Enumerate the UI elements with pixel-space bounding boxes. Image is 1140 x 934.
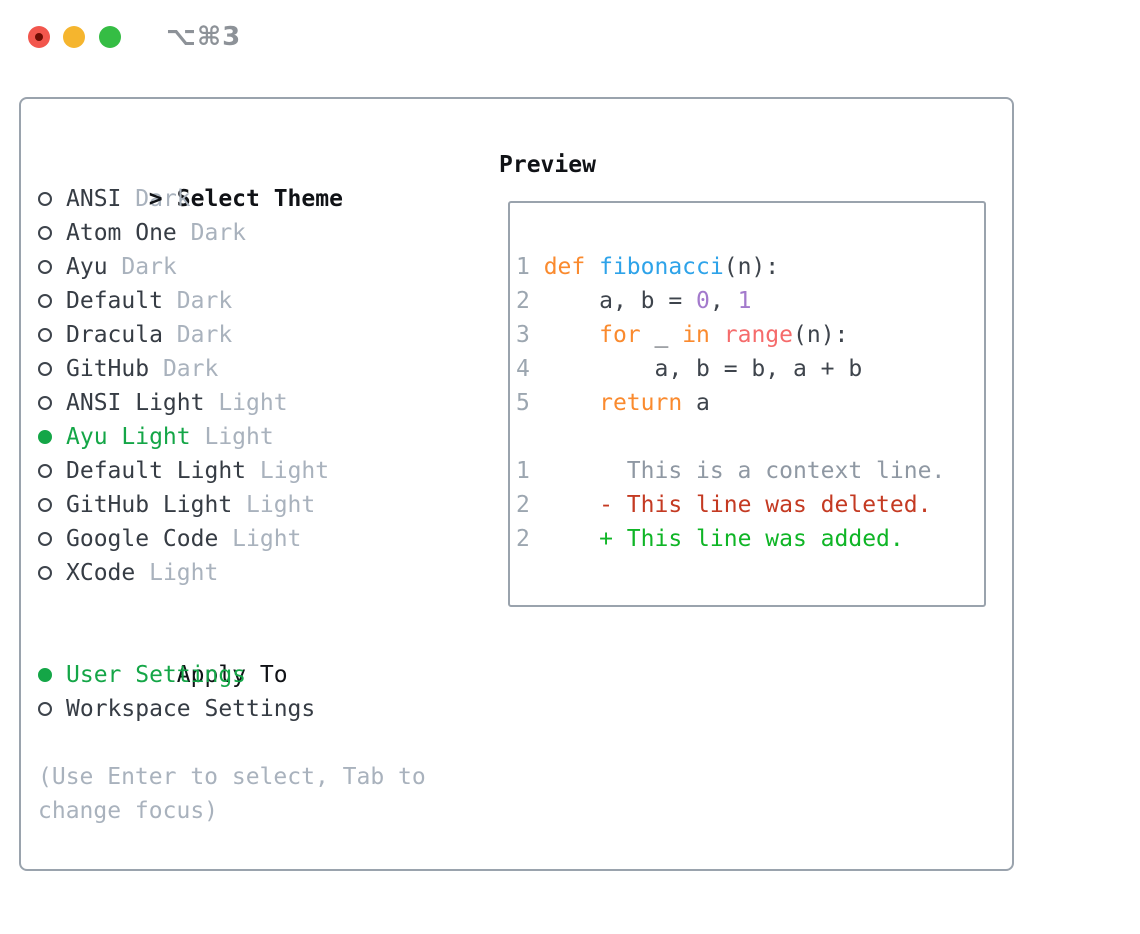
prompt-caret-icon: > — [148, 186, 163, 212]
code-line: 5 return a — [516, 390, 710, 416]
code-line: 1 def fibonacci(n): — [516, 254, 780, 280]
theme-name: Dracula — [66, 322, 177, 348]
select-theme-title: Select Theme — [176, 186, 343, 212]
theme-variant: Dark — [135, 186, 191, 212]
theme-option-github-light[interactable]: GitHub Light Light — [38, 488, 488, 522]
theme-variant: Light — [259, 458, 330, 484]
theme-option-atom-one[interactable]: Atom One Dark — [38, 216, 488, 250]
code-line: 4 a, b = b, a + b — [516, 356, 863, 382]
apply-option-workspace-settings[interactable]: Workspace Settings — [38, 692, 488, 726]
theme-name: GitHub Light — [66, 492, 247, 518]
apply-option-label: User Settings — [66, 662, 247, 688]
code-line: 3 for _ in range(n): — [516, 322, 849, 348]
radio-icon — [38, 352, 66, 386]
apply-to-title: Apply To — [176, 662, 288, 688]
radio-icon — [38, 318, 66, 352]
theme-option-ansi[interactable]: ANSI Dark — [38, 182, 488, 216]
close-button-dot-icon — [35, 33, 43, 41]
radio-icon — [38, 556, 66, 590]
radio-icon — [38, 250, 66, 284]
radio-selected-icon — [38, 420, 66, 454]
theme-variant: Light — [149, 560, 219, 586]
theme-name: XCode — [66, 560, 150, 586]
close-button[interactable] — [28, 26, 50, 48]
code-line: 2 a, b = 0, 1 — [516, 288, 752, 314]
radio-icon — [38, 454, 66, 488]
select-theme-header-row: > Select Theme — [38, 148, 488, 212]
spacer — [38, 726, 488, 760]
theme-name: ANSI Light — [66, 390, 219, 416]
theme-variant: Light — [204, 424, 274, 450]
apply-option-user-settings[interactable]: User Settings — [38, 658, 488, 692]
theme-name: Ayu Light — [66, 424, 205, 450]
hint-text: (Use Enter to select, Tab to change focu… — [38, 760, 488, 828]
apply-to-indent — [149, 658, 177, 692]
theme-variant: Light — [232, 526, 302, 552]
hint-line-1: (Use Enter to select, Tab to — [38, 764, 426, 790]
code-line: 2 + This line was added. — [516, 526, 904, 552]
theme-variant: Dark — [121, 254, 177, 280]
theme-option-default-light[interactable]: Default Light Light — [38, 454, 488, 488]
theme-variant: Dark — [176, 322, 233, 348]
theme-name: ANSI — [66, 186, 136, 212]
theme-option-github[interactable]: GitHub Dark — [38, 352, 488, 386]
radio-icon — [38, 386, 66, 420]
maximize-button[interactable] — [99, 26, 121, 48]
theme-option-google-code[interactable]: Google Code Light — [38, 522, 488, 556]
theme-name: Ayu — [66, 254, 122, 280]
theme-variant: Dark — [162, 356, 219, 382]
theme-option-ansi-light[interactable]: ANSI Light Light — [38, 386, 488, 420]
apply-option-label: Workspace Settings — [66, 696, 316, 722]
preview-title: Preview — [499, 152, 596, 178]
code-preview: 1 def fibonacci(n): 2 a, b = 0, 1 3 for _ … — [510, 203, 984, 556]
code-line — [516, 420, 984, 454]
minimize-button[interactable] — [63, 26, 85, 48]
theme-option-default[interactable]: Default Dark — [38, 284, 488, 318]
radio-selected-icon — [38, 658, 66, 692]
code-line: 2 - This line was deleted. — [516, 492, 932, 518]
theme-option-xcode[interactable]: XCode Light — [38, 556, 488, 590]
radio-icon — [38, 488, 66, 522]
spacer — [38, 590, 488, 624]
radio-icon — [38, 182, 66, 216]
radio-icon — [38, 216, 66, 250]
theme-name: Default — [66, 288, 177, 314]
theme-variant: Dark — [176, 288, 233, 314]
theme-variant: Dark — [190, 220, 247, 246]
radio-icon — [38, 284, 66, 318]
theme-option-dracula[interactable]: Dracula Dark — [38, 318, 488, 352]
theme-variant: Light — [246, 492, 316, 518]
window-shortcut-label: ⌥⌘3 — [166, 22, 242, 52]
hint-line-2: change focus) — [38, 798, 219, 824]
theme-name: Google Code — [66, 526, 233, 552]
theme-name: GitHub — [66, 356, 163, 382]
titlebar: ⌥⌘3 — [0, 0, 1140, 74]
theme-name: Default Light — [66, 458, 260, 484]
code-line: 1 This is a context line. — [516, 458, 946, 484]
radio-icon — [38, 522, 66, 556]
preview-box: 1 def fibonacci(n): 2 a, b = 0, 1 3 for _ … — [508, 201, 986, 607]
theme-name: Atom One — [66, 220, 191, 246]
theme-option-ayu[interactable]: Ayu Dark — [38, 250, 488, 284]
theme-variant: Light — [218, 390, 288, 416]
apply-to-header-row: Apply To — [38, 624, 488, 688]
radio-icon — [38, 692, 66, 726]
theme-option-ayu-light[interactable]: Ayu Light Light — [38, 420, 488, 454]
